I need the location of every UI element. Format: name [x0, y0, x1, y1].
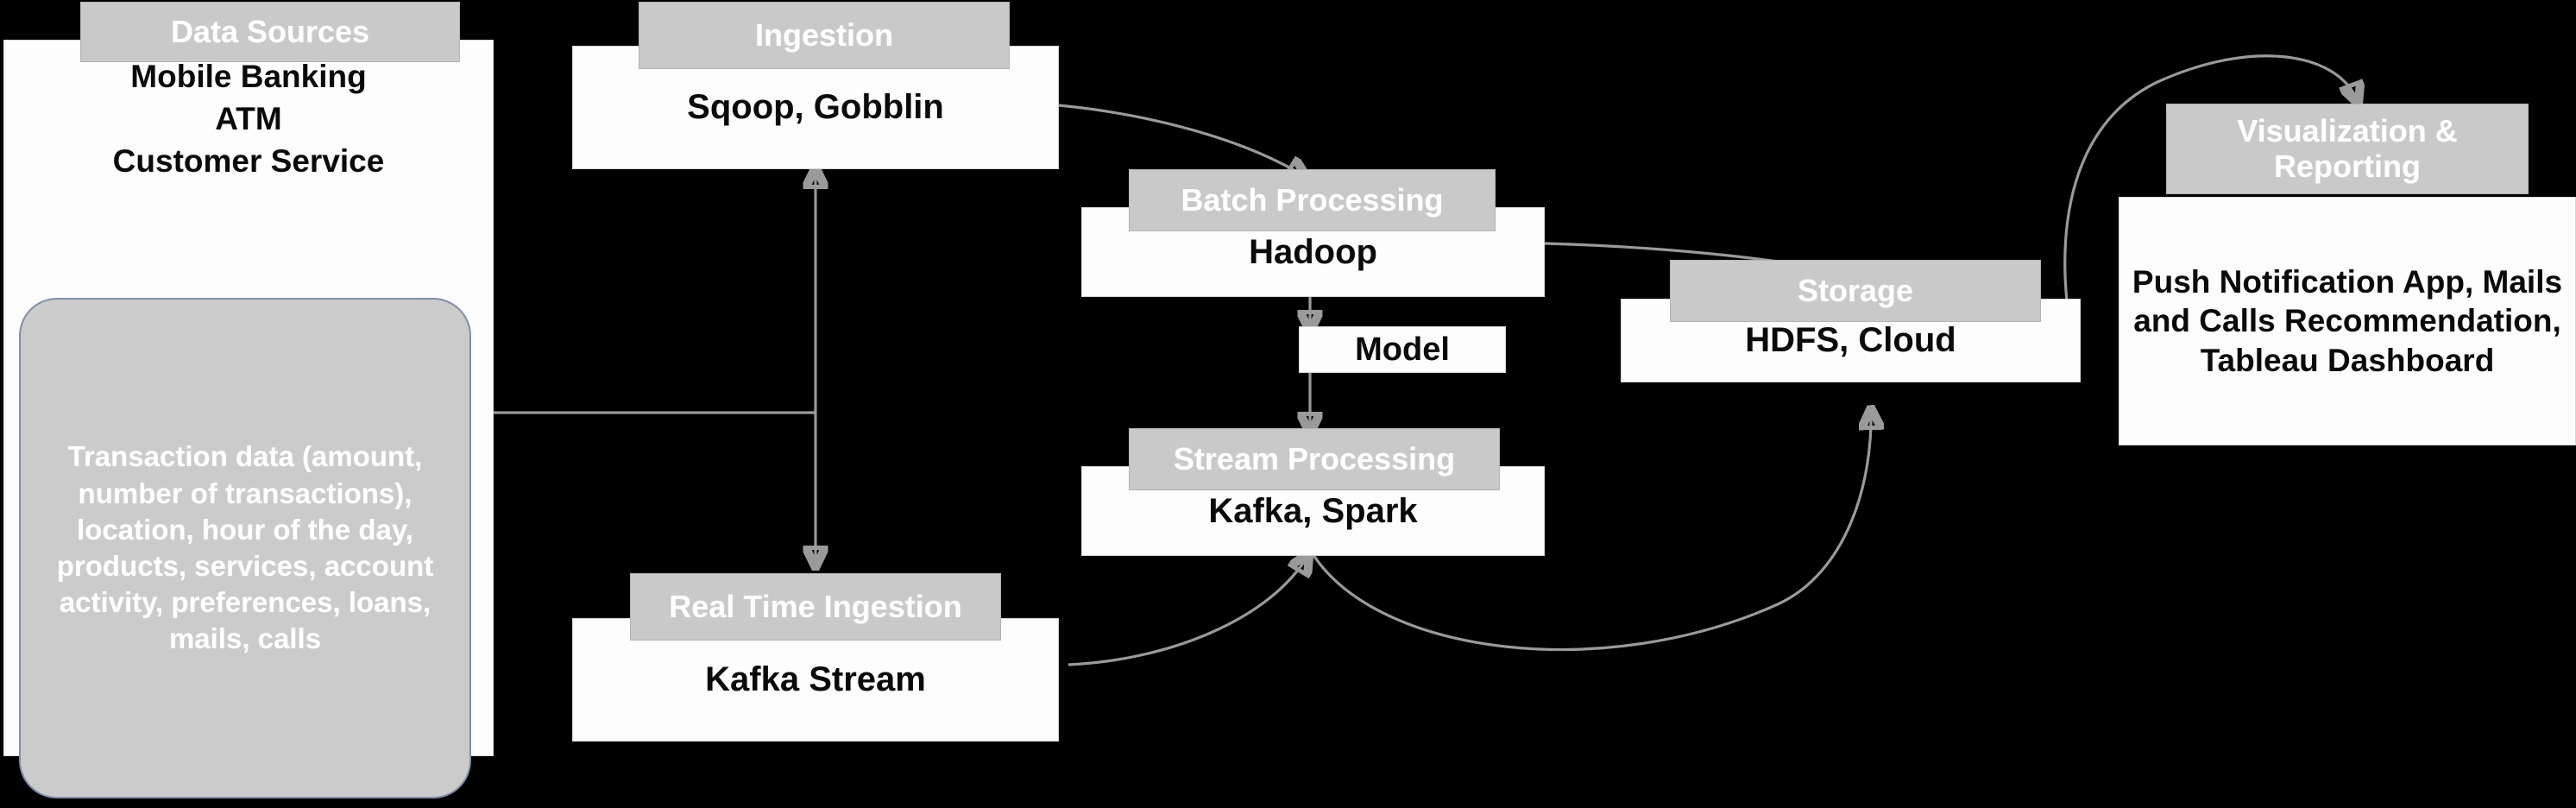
- ingestion-body: Sqoop, Gobblin: [687, 88, 944, 127]
- visualization-header-label: Visualization & Reporting: [2237, 113, 2458, 184]
- stream-processing-header: Stream Processing: [1129, 428, 1500, 490]
- ingestion-header: Ingestion: [639, 2, 1010, 69]
- visualization-panel: Push Notification App, Mails and Calls R…: [2119, 197, 2576, 445]
- transaction-data-callout: Transaction data (amount, number of tran…: [19, 298, 471, 799]
- model-body: Model: [1355, 331, 1450, 368]
- stream-processing-body: Kafka, Spark: [1208, 491, 1418, 530]
- storage-header: Storage: [1670, 260, 2041, 322]
- visualization-header: Visualization & Reporting: [2166, 104, 2529, 194]
- stream-processing-header-label: Stream Processing: [1173, 440, 1456, 477]
- connector-ingestion-to-batch: [1058, 104, 1306, 177]
- storage-body: HDFS, Cloud: [1745, 321, 1956, 360]
- real-time-ingestion-header: Real Time Ingestion: [630, 573, 1001, 641]
- batch-processing-body: Hadoop: [1249, 232, 1377, 271]
- ingestion-header-label: Ingestion: [755, 16, 893, 53]
- model-panel: Model: [1299, 326, 1506, 373]
- data-sources-body: Mobile Banking ATM Customer Service: [112, 59, 385, 179]
- connector-realtime-to-stream: [1068, 555, 1308, 666]
- transaction-data-text: Transaction data (amount, number of tran…: [56, 440, 434, 655]
- data-sources-header: Data Sources: [80, 2, 460, 62]
- real-time-ingestion-header-label: Real Time Ingestion: [669, 588, 962, 624]
- storage-header-label: Storage: [1797, 272, 1914, 308]
- visualization-body: Push Notification App, Mails and Calls R…: [2132, 264, 2563, 378]
- batch-processing-header: Batch Processing: [1129, 169, 1496, 231]
- batch-processing-header-label: Batch Processing: [1181, 181, 1444, 218]
- data-sources-header-label: Data Sources: [170, 13, 370, 49]
- real-time-ingestion-body: Kafka Stream: [705, 660, 926, 699]
